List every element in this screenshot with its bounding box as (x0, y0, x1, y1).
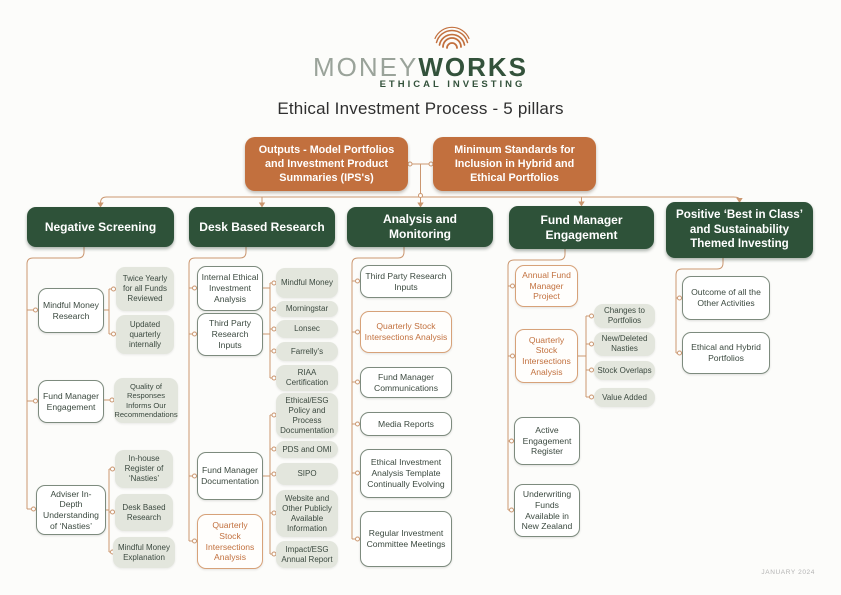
node-stock-overlaps: Stock Overlaps (594, 361, 655, 380)
node-outcome-other-activities: Outcome of all the Other Activities (682, 276, 770, 320)
outputs-box: Outputs - Model Portfolios and Investmen… (245, 137, 408, 191)
node-desk-based-research: Desk Based Research (115, 494, 173, 531)
node-impact-annual-report: Impact/ESG Annual Report (276, 541, 338, 568)
pillar-analysis-and-monitoring: Analysis and Monitoring (347, 207, 493, 247)
node-changes-to-portfolios: Changes to Portfolios (594, 304, 655, 328)
node-third-party-research-inputs-c3: Third Party Research Inputs (360, 265, 452, 298)
node-ethical-hybrid-portfolios: Ethical and Hybrid Portfolios (682, 332, 770, 374)
node-quarterly-stock-intersections-c3: Quarterly Stock Intersections Analysis (360, 311, 452, 353)
footer-date: JANUARY 2024 (761, 569, 815, 576)
node-esg-policy-docs: Ethical/ESG Policy and Process Documenta… (276, 393, 338, 438)
page-title: Ethical Investment Process - 5 pillars (277, 99, 564, 118)
node-sipo: SIPO (276, 463, 338, 485)
node-annual-fund-manager-project: Annual Fund Manager Project (515, 265, 578, 307)
node-pds-and-omi: PDS and OMI (276, 441, 338, 458)
node-value-added: Value Added (594, 388, 655, 407)
brand-tagline: ETHICAL INVESTING (379, 79, 526, 90)
node-internal-ethical-analysis: Internal Ethical Investment Analysis (197, 266, 263, 311)
node-new-deleted-nasties: New/Deleted Nasties (594, 332, 655, 356)
standards-box: Minimum Standards for Inclusion in Hybri… (433, 137, 596, 191)
node-active-engagement-register: Active Engagement Register (514, 417, 580, 465)
brand-works-text: WORKS (418, 52, 528, 82)
pillar-fund-manager-engagement: Fund Manager Engagement (509, 206, 654, 249)
node-third-party-research-inputs: Third Party Research Inputs (197, 313, 263, 356)
brand-money-text: MONEY (312, 52, 419, 82)
node-fund-manager-engagement: Fund Manager Engagement (38, 380, 104, 423)
pillar-positive-best-in-class: Positive ‘Best in Class’ and Sustainabil… (666, 202, 813, 258)
node-quality-of-responses: Quality of Responses Informs Our Recomme… (114, 378, 178, 423)
node-media-reports: Media Reports (360, 412, 452, 436)
node-mindful-money-research: Mindful Money Research (38, 288, 104, 333)
node-morningstar: Morningstar (276, 301, 338, 317)
node-regular-committee-meetings: Regular Investment Committee Meetings (360, 511, 452, 567)
node-mindful-money: Mindful Money (276, 268, 338, 298)
node-underwriting-funds-nz: Underwriting Funds Available in New Zeal… (514, 484, 580, 537)
node-website-public-info: Website and Other Publicly Available Inf… (276, 490, 338, 537)
pillar-negative-screening: Negative Screening (27, 207, 174, 247)
node-updated-quarterly: Updated quarterly internally (116, 315, 174, 354)
node-adviser-understanding-nasties: Adviser In-Depth Understanding of ‘Nasti… (36, 485, 106, 535)
pillar-desk-based-research: Desk Based Research (189, 207, 335, 247)
node-inhouse-register-nasties: In-house Register of ‘Nasties’ (115, 450, 173, 488)
logo-arcs-icon (434, 26, 470, 49)
node-quarterly-stock-intersections-c2: Quarterly Stock Intersections Analysis (197, 514, 263, 569)
node-fund-manager-documentation: Fund Manager Documentation (197, 452, 263, 500)
node-lonsec: Lonsec (276, 320, 338, 338)
node-fund-manager-communications: Fund Manager Communications (360, 367, 452, 398)
node-mindful-money-explanation: Mindful Money Explanation (113, 537, 175, 568)
node-analysis-template-evolving: Ethical Investment Analysis Template Con… (360, 449, 452, 498)
node-twice-yearly-reviewed: Twice Yearly for all Funds Reviewed (116, 267, 174, 311)
node-farrellys: Farrelly's (276, 342, 338, 361)
node-riaa-certification: RIAA Certification (276, 365, 338, 391)
node-quarterly-stock-intersections-c4: Quarterly Stock Intersections Analysis (515, 329, 578, 383)
